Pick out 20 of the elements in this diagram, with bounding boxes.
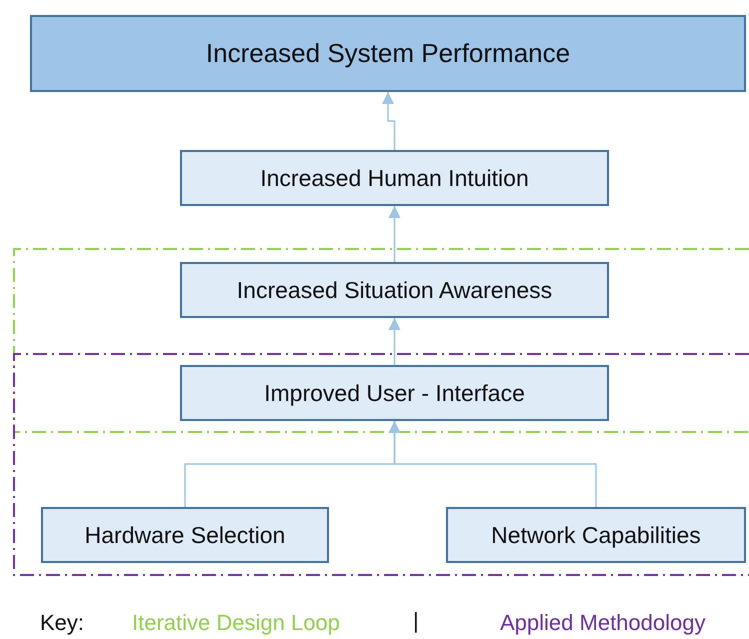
box-label: Increased Human Intuition: [260, 164, 529, 192]
process-box: [30, 15, 746, 92]
process-box: [180, 150, 609, 206]
process-box: [180, 365, 609, 421]
key-label: Key:: [40, 610, 84, 636]
box-label: Network Capabilities: [491, 522, 701, 548]
process-box: [180, 262, 609, 318]
separator-text: |: [413, 608, 419, 634]
arrow: [388, 206, 400, 262]
arrow: [382, 92, 396, 150]
box-label: Improved User - Interface: [264, 380, 525, 406]
legend-entry: Iterative Design Loop: [132, 610, 340, 636]
box-label: Hardware Selection: [84, 522, 286, 548]
box-label: Increased Situation Awareness: [236, 276, 552, 304]
arrow: [388, 318, 400, 365]
legend-entry: Applied Methodology: [500, 610, 706, 636]
box-label: Increased System Performance: [206, 38, 570, 69]
process-box: [41, 507, 329, 563]
process-box: [446, 507, 746, 563]
arrow: [388, 421, 597, 507]
